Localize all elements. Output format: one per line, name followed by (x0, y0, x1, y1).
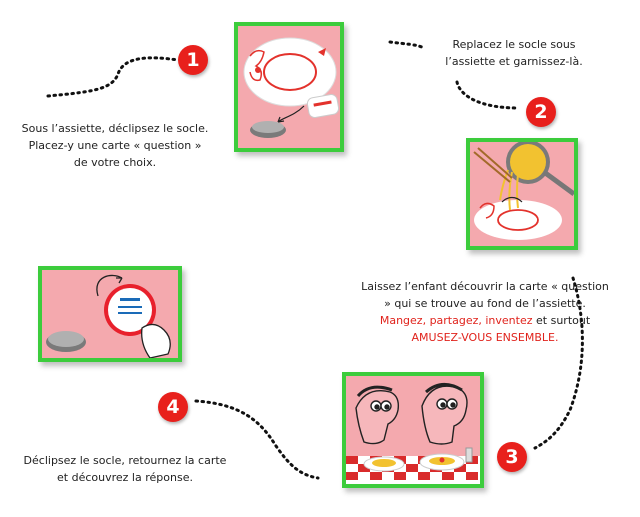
connector-2b (455, 80, 520, 110)
step-3-caption-highlight-2: AMUSEZ-VOUS ENSEMBLE. (411, 331, 559, 344)
step-3-caption-middle: et surtout (536, 314, 591, 327)
step-3-badge: 3 (497, 442, 527, 472)
step-1-illustration (234, 22, 344, 152)
step-3-caption: Laissez l’enfant découvrir la carte « qu… (360, 278, 610, 346)
step-2-caption: Replacez le socle sous l’assiette et gar… (445, 38, 583, 68)
step-4-illustration (38, 266, 182, 362)
step-1-badge: 1 (178, 45, 208, 75)
step-4-caption: Déclipsez le socle, retournez la carte e… (23, 454, 227, 484)
connector-1 (46, 56, 180, 98)
step-3-caption-text: Laissez l’enfant découvrir la carte « qu… (361, 280, 609, 310)
connector-3 (533, 276, 584, 450)
step-2-illustration (466, 138, 578, 250)
connector-4 (194, 399, 320, 480)
step-2-badge: 2 (526, 97, 556, 127)
connector-2 (388, 40, 426, 50)
step-1-caption: Sous l’assiette, déclipsez le socle. Pla… (21, 122, 209, 169)
step-3-illustration (342, 372, 484, 488)
step-4-badge: 4 (158, 392, 188, 422)
step-3-caption-highlight-1: Mangez, partagez, inventez (379, 314, 533, 327)
